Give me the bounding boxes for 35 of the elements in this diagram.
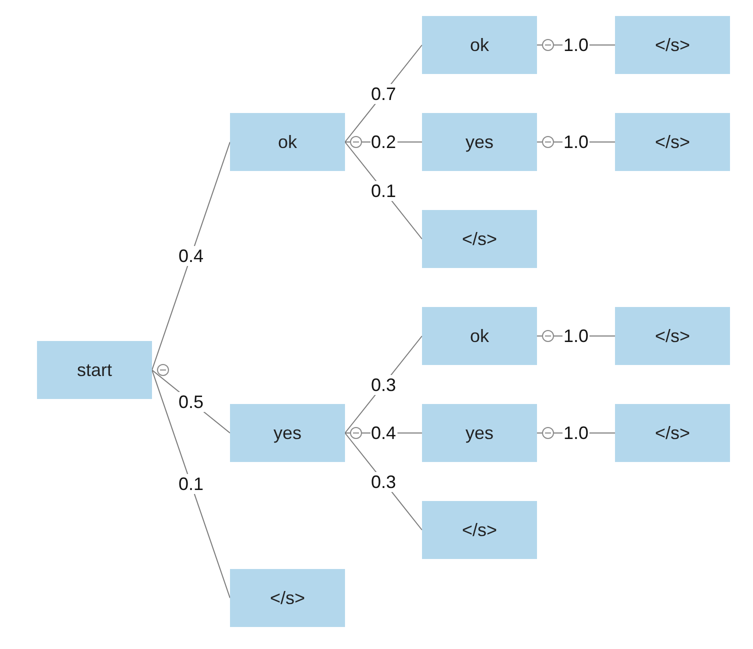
edge-label: 0.4 (177, 246, 205, 266)
node-box (422, 307, 537, 365)
node-label: yes (273, 422, 302, 444)
node-box (422, 210, 537, 268)
node-box (230, 569, 345, 627)
node-box (37, 341, 152, 399)
node-box (615, 16, 730, 74)
node-label: </s> (654, 132, 690, 152)
node-label: </s> (654, 326, 690, 346)
node-label: ok (470, 326, 489, 346)
node-label: ok (470, 34, 489, 56)
node-box (422, 113, 537, 171)
node-box (615, 307, 730, 365)
node-label: yes (465, 422, 494, 444)
edge-label: 0.7 (370, 84, 398, 104)
node-box (615, 404, 730, 462)
edge-label: 0.3 (370, 374, 398, 394)
node-box (422, 404, 537, 462)
edge-label: 0.1 (370, 180, 398, 200)
node-box (422, 501, 537, 559)
node-box (230, 113, 345, 171)
node-label: start (76, 360, 112, 380)
node-box (422, 16, 537, 74)
node-label: yes (465, 132, 494, 152)
node-label: </s> (462, 520, 498, 540)
node-label: ok (278, 132, 297, 152)
node-label: </s> (270, 588, 306, 608)
node-box (615, 113, 730, 171)
node-box (230, 404, 345, 462)
node-label: </s> (654, 422, 690, 444)
node-label: </s> (654, 34, 690, 56)
edge-label: 0.5 (177, 392, 205, 412)
edge-label: 0.3 (370, 472, 398, 492)
edge-label: 0.1 (177, 474, 205, 494)
node-label: </s> (462, 228, 498, 250)
